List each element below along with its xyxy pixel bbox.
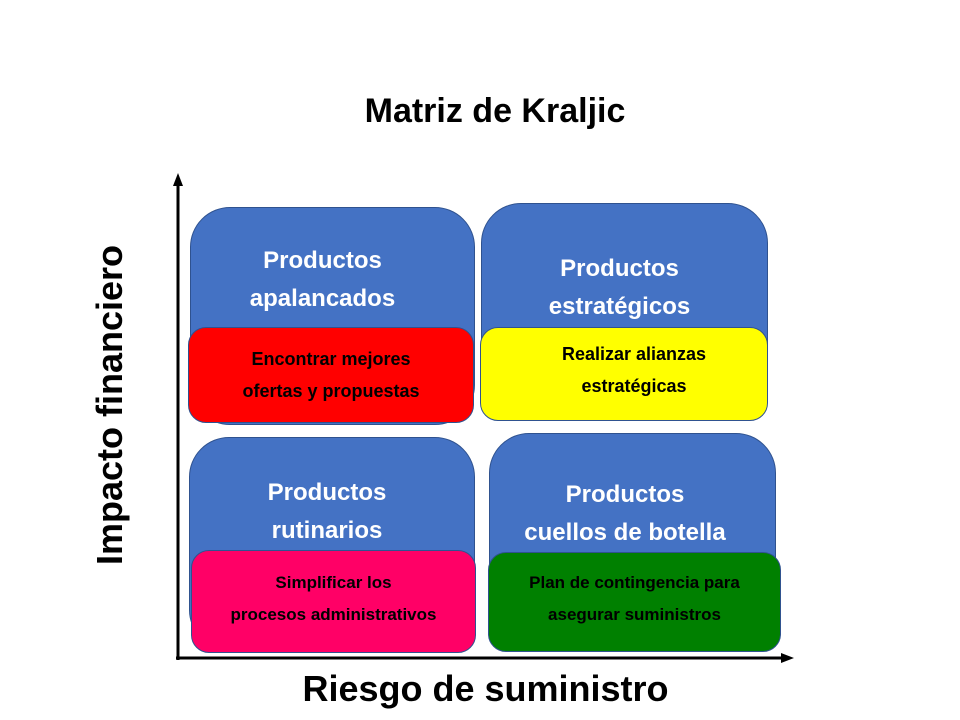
action-line: procesos administrativos [230, 604, 437, 624]
action-box-cuellos-de-botella: Plan de contingencia para asegurar sumini… [488, 552, 781, 652]
quadrant-title: Productos estratégicos [472, 250, 767, 326]
x-axis-label: Riesgo de suministro [302, 668, 669, 709]
title-line: apalancados [249, 285, 396, 312]
action-line: asegurar suministros [548, 605, 721, 624]
title-line: Productos [565, 481, 685, 508]
title-line: Productos [560, 255, 679, 282]
title-line: estratégicos [548, 293, 691, 320]
title-line: Productos [267, 479, 387, 506]
title-line: Productos [263, 247, 382, 274]
x-axis-arrow [781, 653, 794, 663]
action-box-rutinarios: Simplificar los procesos administrativos [191, 550, 476, 653]
action-line: Encontrar mejores [251, 349, 411, 369]
action-line: Simplificar los [275, 572, 392, 592]
diagram-title: Matriz de Kraljic [364, 92, 626, 130]
action-box-estrategicos: Realizar alianzas estratégicas [480, 327, 768, 421]
y-axis-label: Impacto financiero [89, 244, 130, 566]
action-line: Plan de contingencia para [529, 573, 740, 592]
action-line: estratégicas [581, 376, 687, 396]
title-line: rutinarios [271, 517, 383, 544]
action-line: ofertas y propuestas [242, 381, 420, 401]
y-axis-arrow [173, 173, 183, 186]
quadrant-title: Productos cuellos de botella [475, 476, 775, 552]
quadrant-title: Productos rutinarios [180, 474, 474, 550]
action-box-apalancados: Encontrar mejores ofertas y propuestas [188, 327, 474, 423]
action-line: Realizar alianzas [561, 344, 707, 364]
quadrant-title: Productos apalancados [171, 242, 474, 318]
title-line: cuellos de botella [524, 519, 726, 546]
